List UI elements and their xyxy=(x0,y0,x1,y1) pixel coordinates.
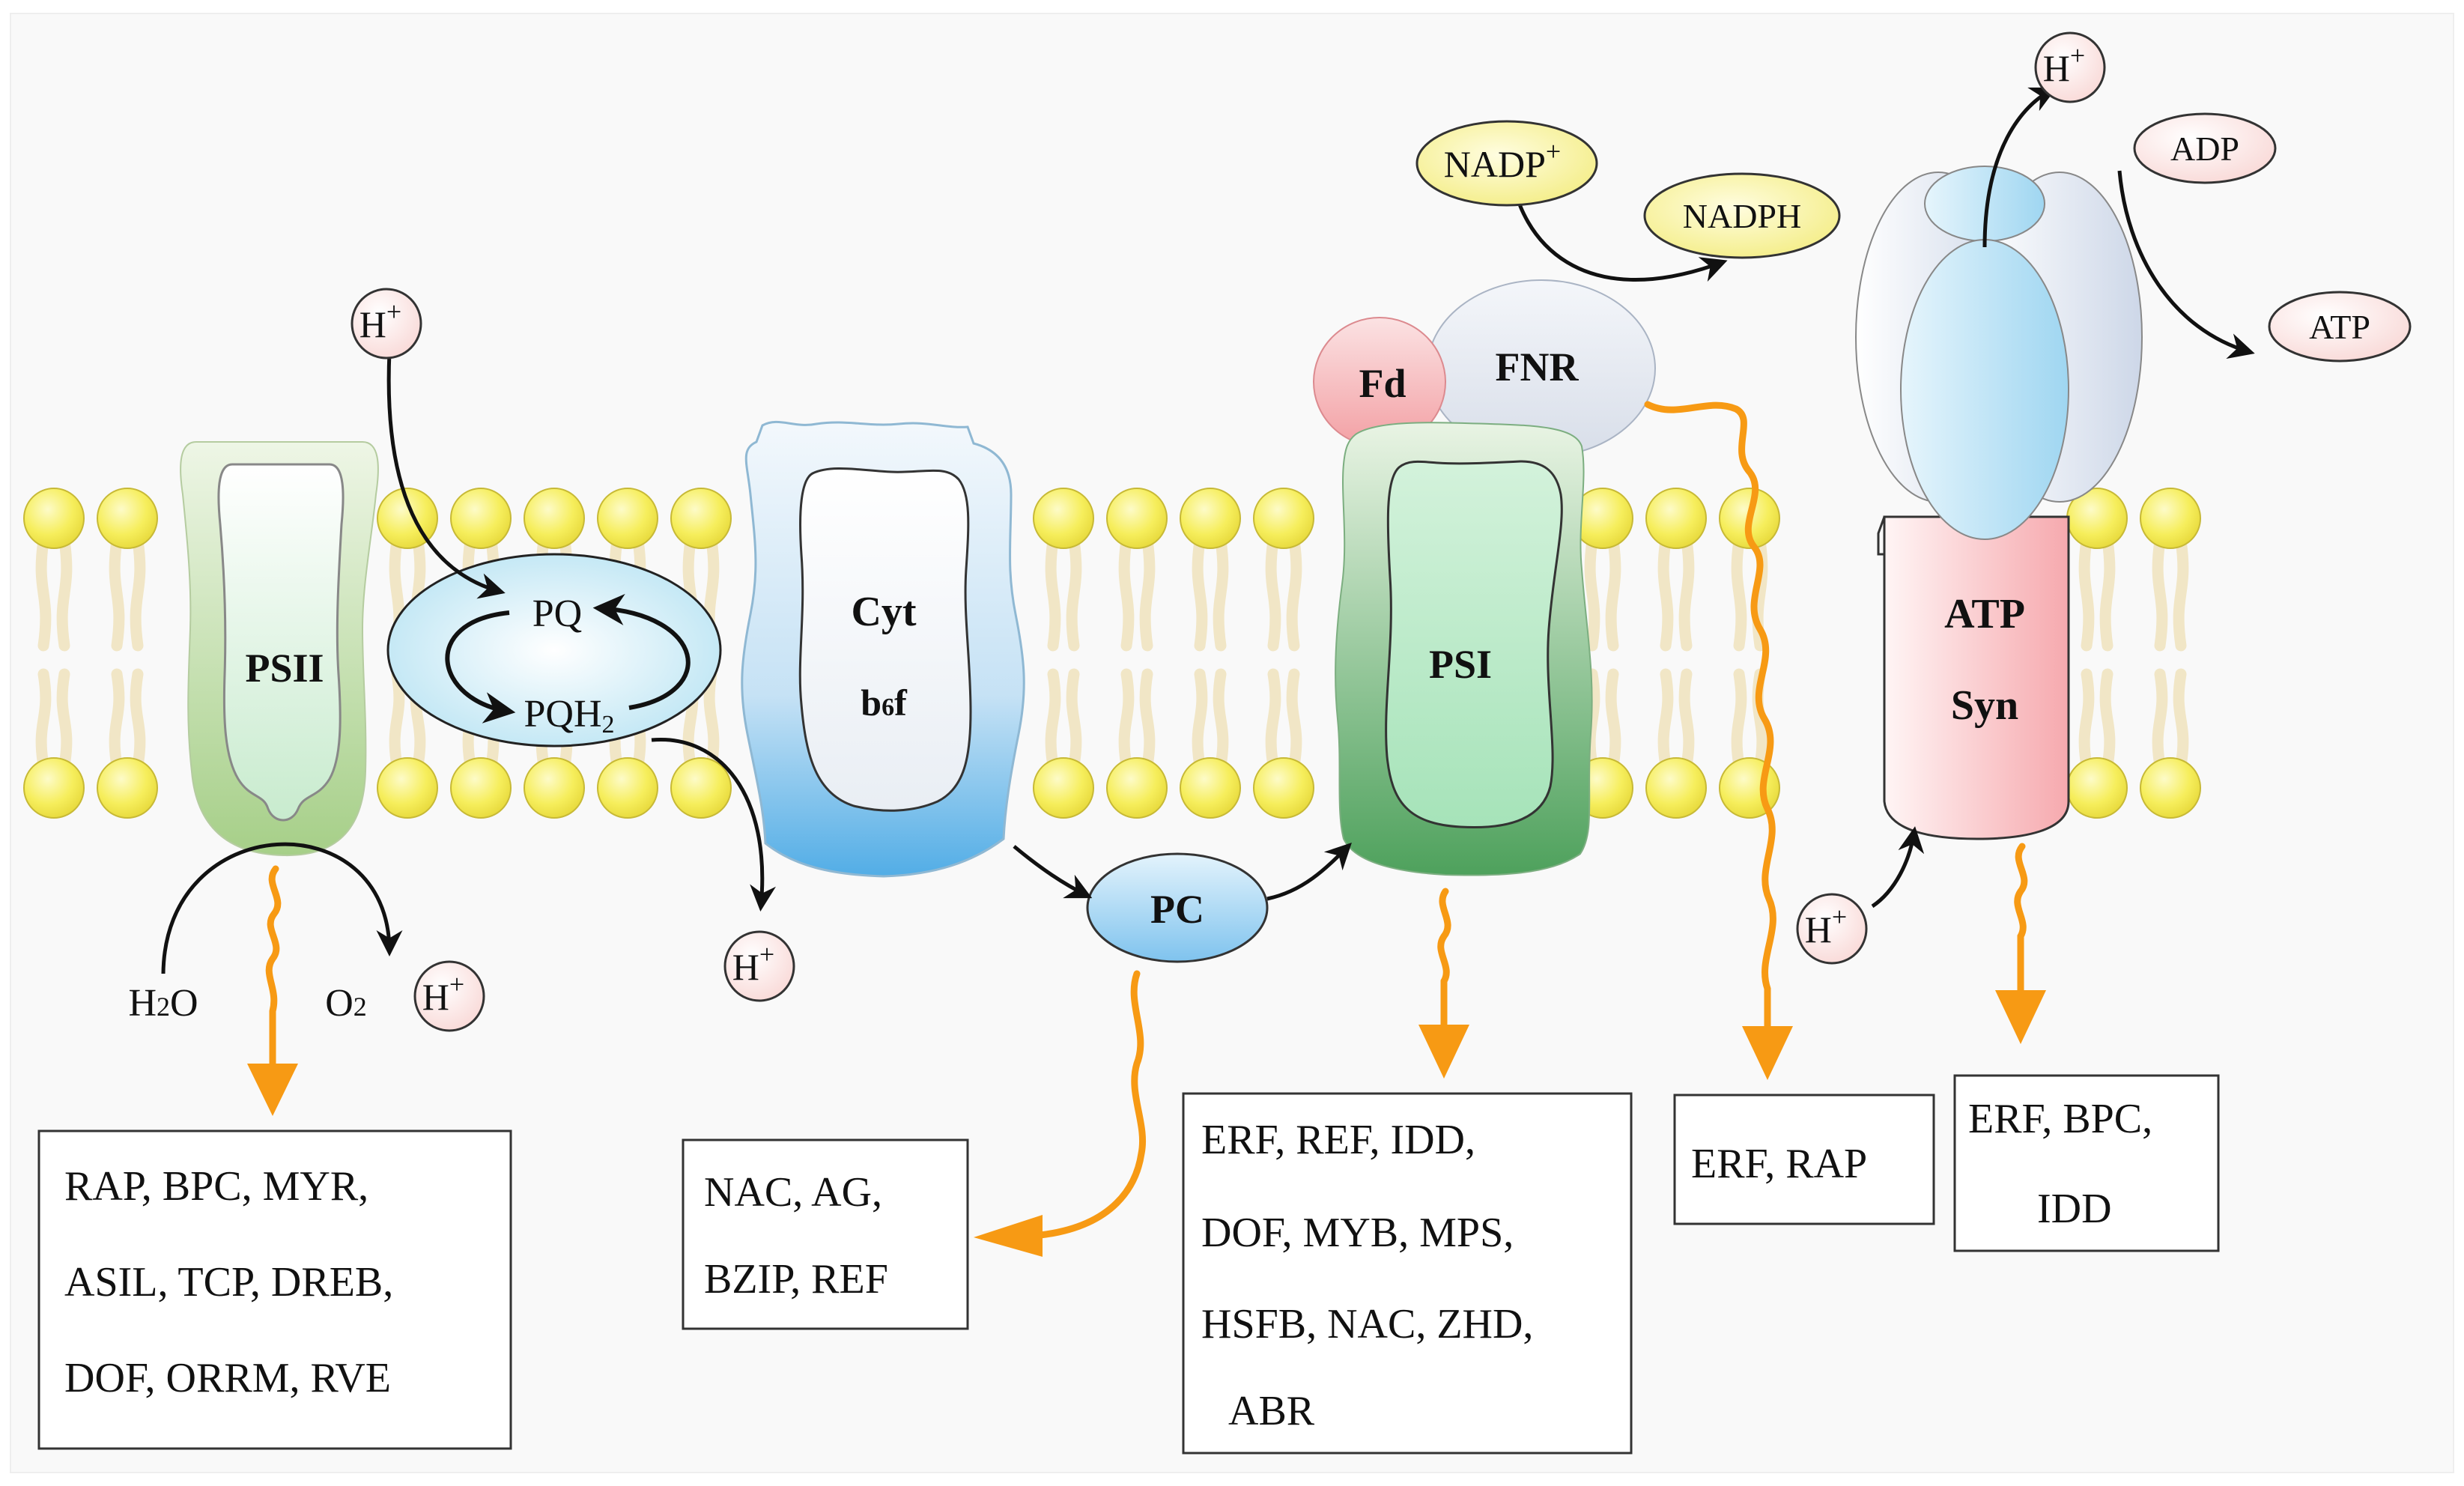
cyt-label-line1: Cyt xyxy=(851,589,916,635)
lipid-molecule xyxy=(2140,668,2201,819)
atp-synthase-label-line2: Syn xyxy=(1951,682,2018,729)
gene-box-psi-line: DOF, MYB, MPS, xyxy=(1201,1210,1514,1256)
cyt-label-line2: b6f xyxy=(861,682,908,724)
gene-box-fnr-line: ERF, RAP xyxy=(1691,1141,1867,1187)
gene-box-psi-line: ABR xyxy=(1228,1388,1315,1434)
gene-box-psii-line: ASIL, TCP, DREB, xyxy=(64,1259,393,1305)
adp-molecule: ADP xyxy=(2133,112,2277,184)
gene-box-fnr: ERF, RAP xyxy=(1673,1094,1935,1225)
proton-stroma-atp: H+ xyxy=(2034,31,2106,103)
gene-box-psi-line: HSFB, NAC, ZHD, xyxy=(1201,1301,1533,1347)
psi-label: PSI xyxy=(1429,642,1492,687)
gene-box-pc: NAC, AG, BZIP, REF xyxy=(682,1138,969,1330)
lipid-molecule xyxy=(1645,488,1707,652)
proton-lumen-atp: H+ xyxy=(1796,893,1868,965)
lipid-molecule xyxy=(1572,488,1633,652)
nadp-molecule: NADP+ xyxy=(1415,120,1598,207)
lipid-molecule xyxy=(2066,668,2128,819)
atp-synthase-complex xyxy=(1855,166,2143,840)
lipid-molecule xyxy=(97,488,158,652)
proton-lumen-psii: H+ xyxy=(413,960,485,1032)
proton-lumen-cyt: H+ xyxy=(723,930,795,1002)
lipid-molecule xyxy=(1253,668,1314,819)
lipid-molecule xyxy=(1106,668,1168,819)
h-plus-label: H+ xyxy=(1805,902,1847,950)
regulation-arrows xyxy=(265,401,2028,1240)
gene-box-psii: RAP, BPC, MYR, ASIL, TCP, DREB, DOF, ORR… xyxy=(37,1129,512,1450)
lipid-molecule xyxy=(1180,668,1241,819)
gene-box-pc-line: NAC, AG, xyxy=(704,1169,882,1216)
gene-box-psi: ERF, REF, IDD, DOF, MYB, MPS, HSFB, NAC,… xyxy=(1182,1092,1633,1455)
lipid-molecule xyxy=(1033,668,1094,819)
lipid-molecule xyxy=(1253,488,1314,652)
gene-box-atp-syn-line: IDD xyxy=(2037,1186,2112,1232)
h-plus-label: H+ xyxy=(2043,40,2085,89)
proton-stroma-pq: H+ xyxy=(351,288,422,360)
gene-box-psii-line: DOF, ORRM, RVE xyxy=(64,1355,391,1401)
regulation-arrowheads xyxy=(247,990,2046,1257)
gene-box-psii-line: RAP, BPC, MYR, xyxy=(64,1163,368,1210)
o2-label: O2 xyxy=(325,982,367,1025)
pqh2-label: PQH2 xyxy=(524,693,614,739)
electron-flow-arrows xyxy=(161,87,2255,974)
pc-label: PC xyxy=(1150,887,1204,932)
lipid-molecule xyxy=(1106,488,1168,652)
nadph-label: NADPH xyxy=(1683,197,1801,235)
h-plus-label: H+ xyxy=(422,969,464,1018)
pc-protein xyxy=(1086,852,1269,963)
lipid-molecule xyxy=(1645,668,1707,819)
fnr-label: FNR xyxy=(1496,345,1580,389)
lipid-molecule xyxy=(2140,488,2201,652)
nadp-label: NADP+ xyxy=(1444,136,1561,185)
lipid-molecule xyxy=(23,668,85,819)
pq-label: PQ xyxy=(532,592,582,635)
h2o-label: H2O xyxy=(128,982,198,1025)
h-plus-label: H+ xyxy=(732,939,774,988)
gene-box-atp-syn: ERF, BPC, IDD xyxy=(1953,1074,2220,1252)
atp-molecule: ATP xyxy=(2268,291,2412,363)
psi-complex xyxy=(1335,422,1593,876)
atp-synthase-label-line1: ATP xyxy=(1944,591,2025,637)
gene-box-psi-line: ERF, REF, IDD, xyxy=(1201,1117,1475,1163)
lipid-molecule xyxy=(97,668,158,819)
lipid-molecule xyxy=(2066,488,2128,652)
lipid-molecule xyxy=(1180,488,1241,652)
adp-label: ADP xyxy=(2170,130,2239,168)
psii-complex xyxy=(180,441,379,857)
lipid-molecule xyxy=(1033,488,1094,652)
gene-box-pc-line: BZIP, REF xyxy=(704,1256,888,1302)
pq-pool xyxy=(386,553,722,747)
nadph-molecule: NADPH xyxy=(1643,172,1841,259)
cytochrome-b6f-complex xyxy=(741,420,1025,878)
h-plus-label: H+ xyxy=(359,297,401,345)
lipid-molecule xyxy=(23,488,85,652)
atp-label: ATP xyxy=(2309,308,2370,346)
psii-label: PSII xyxy=(245,646,324,691)
gene-box-atp-syn-line: ERF, BPC, xyxy=(1968,1096,2152,1142)
fd-label: Fd xyxy=(1359,361,1406,406)
